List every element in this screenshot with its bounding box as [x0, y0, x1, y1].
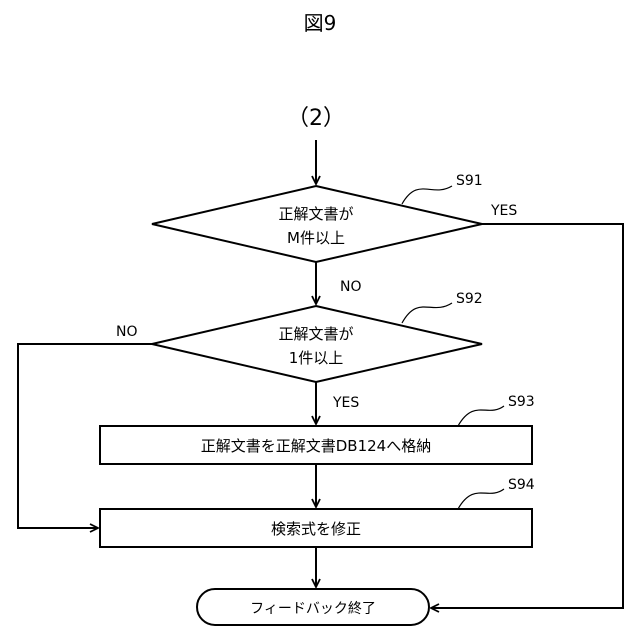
- arrow-s91-yes-to-end: [431, 224, 623, 608]
- figure-title: 図9: [304, 11, 337, 35]
- s92-no-label: NO: [116, 324, 138, 340]
- process-s93-text: 正解文書を正解文書DB124へ格納: [201, 437, 431, 455]
- terminator-end-text: フィードバック終了: [250, 601, 376, 617]
- decision-s92-diamond: [152, 306, 482, 382]
- step-label-s93: S93: [508, 394, 535, 410]
- s91-leader-line: [402, 186, 452, 204]
- decision-s91-diamond: [152, 186, 482, 262]
- decision-s91-text-line1: 正解文書が: [278, 205, 353, 223]
- step-label-s94: S94: [508, 477, 535, 493]
- s93-leader-line: [458, 406, 504, 426]
- decision-s92: 正解文書が 1件以上: [152, 306, 482, 382]
- step-label-s91: S91: [456, 173, 483, 189]
- terminator-end: フィードバック終了: [197, 589, 429, 625]
- process-s93: 正解文書を正解文書DB124へ格納: [100, 426, 532, 464]
- decision-s91: 正解文書が M件以上: [152, 186, 482, 262]
- s92-leader-line: [402, 303, 452, 323]
- decision-s92-text-line2: 1件以上: [289, 349, 344, 367]
- s92-yes-label: YES: [332, 395, 359, 411]
- step-label-s92: S92: [456, 291, 483, 307]
- process-s94: 検索式を修正: [100, 509, 532, 547]
- process-s94-text: 検索式を修正: [271, 520, 361, 538]
- s94-leader-line: [458, 489, 504, 509]
- entry-connector-label: （2）: [287, 106, 345, 131]
- decision-s91-text-line2: M件以上: [287, 229, 345, 247]
- s91-no-label: NO: [340, 279, 362, 295]
- decision-s92-text-line1: 正解文書が: [278, 325, 353, 343]
- s91-yes-label: YES: [490, 203, 517, 219]
